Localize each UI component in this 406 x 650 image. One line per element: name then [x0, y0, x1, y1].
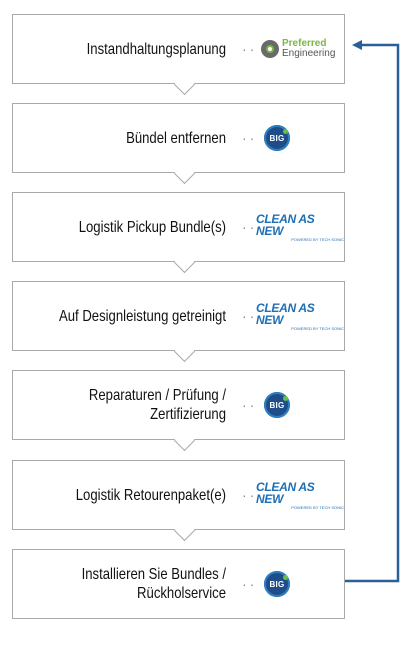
flow-step-3: Logistik Pickup Bundle(s) ·· CLEAN AS NE…: [12, 192, 345, 274]
logo-text-line2: POWERED BY TECH SONIC: [291, 504, 344, 510]
dots-separator: ··: [242, 130, 258, 146]
return-connector-line: [345, 43, 400, 583]
preferred-engineering-logo: Preferred Engineering: [261, 15, 335, 83]
arrowhead-icon: [352, 40, 362, 50]
gear-icon: [261, 40, 279, 58]
big-badge-icon: BIG: [264, 571, 290, 597]
flow-step-4: Auf Designleistung getreinigt ·· CLEAN A…: [12, 281, 345, 363]
logo-text-line1: Preferred: [282, 38, 327, 49]
dots-separator: ··: [242, 487, 258, 503]
big-badge-icon: BIG: [264, 392, 290, 418]
dots-separator: ··: [242, 397, 258, 413]
step-label: Auf Designleistung getreinigt: [58, 307, 226, 325]
dots-separator: ··: [242, 576, 258, 592]
big-badge-icon: BIG: [264, 125, 290, 151]
dots-separator: ··: [242, 308, 258, 324]
big-logo: BIG: [264, 550, 290, 618]
clean-as-new-logo: CLEAN AS NEW POWERED BY TECH SONIC: [256, 282, 344, 350]
clean-as-new-logo: CLEAN AS NEW POWERED BY TECH SONIC: [256, 193, 344, 261]
step-label: Instandhaltungsplanung: [86, 40, 226, 58]
logo-text-line2: POWERED BY TECH SONIC: [291, 236, 344, 242]
logo-text-line2: Engineering: [282, 48, 336, 59]
flow-step-1: Instandhaltungsplanung ·· Preferred Engi…: [12, 14, 345, 96]
big-logo-text: BIG: [269, 133, 285, 143]
leaf-icon: [283, 575, 288, 580]
leaf-icon: [283, 396, 288, 401]
dots-separator: ··: [242, 219, 258, 235]
clean-as-new-logo: CLEAN AS NEW POWERED BY TECH SONIC: [256, 461, 344, 529]
step-label: Logistik Pickup Bundle(s): [78, 218, 226, 236]
big-logo: BIG: [264, 371, 290, 439]
step-label: Bündel entfernen: [126, 129, 226, 147]
leaf-icon: [283, 129, 288, 134]
logo-text-line1: CLEAN AS NEW: [256, 300, 315, 327]
step-label: Installieren Sie Bundles / Rückholservic…: [81, 566, 226, 602]
big-logo: BIG: [264, 104, 290, 172]
logo-text-line1: CLEAN AS NEW: [256, 211, 315, 238]
logo-text-line1: CLEAN AS NEW: [256, 479, 315, 506]
step-label: Reparaturen / Prüfung / Zertifizierung: [88, 387, 226, 423]
flow-step-5: Reparaturen / Prüfung / Zertifizierung ·…: [12, 370, 345, 452]
flow-step-7: Installieren Sie Bundles / Rückholservic…: [12, 549, 345, 619]
logo-text-line2: POWERED BY TECH SONIC: [291, 325, 344, 331]
big-logo-text: BIG: [269, 579, 285, 589]
dots-separator: ··: [242, 41, 258, 57]
flow-step-6: Logistik Retourenpaket(e) ·· CLEAN AS NE…: [12, 460, 345, 542]
step-label: Logistik Retourenpaket(e): [75, 486, 227, 504]
big-logo-text: BIG: [269, 400, 285, 410]
flow-step-2: Bündel entfernen ·· BIG: [12, 103, 345, 185]
